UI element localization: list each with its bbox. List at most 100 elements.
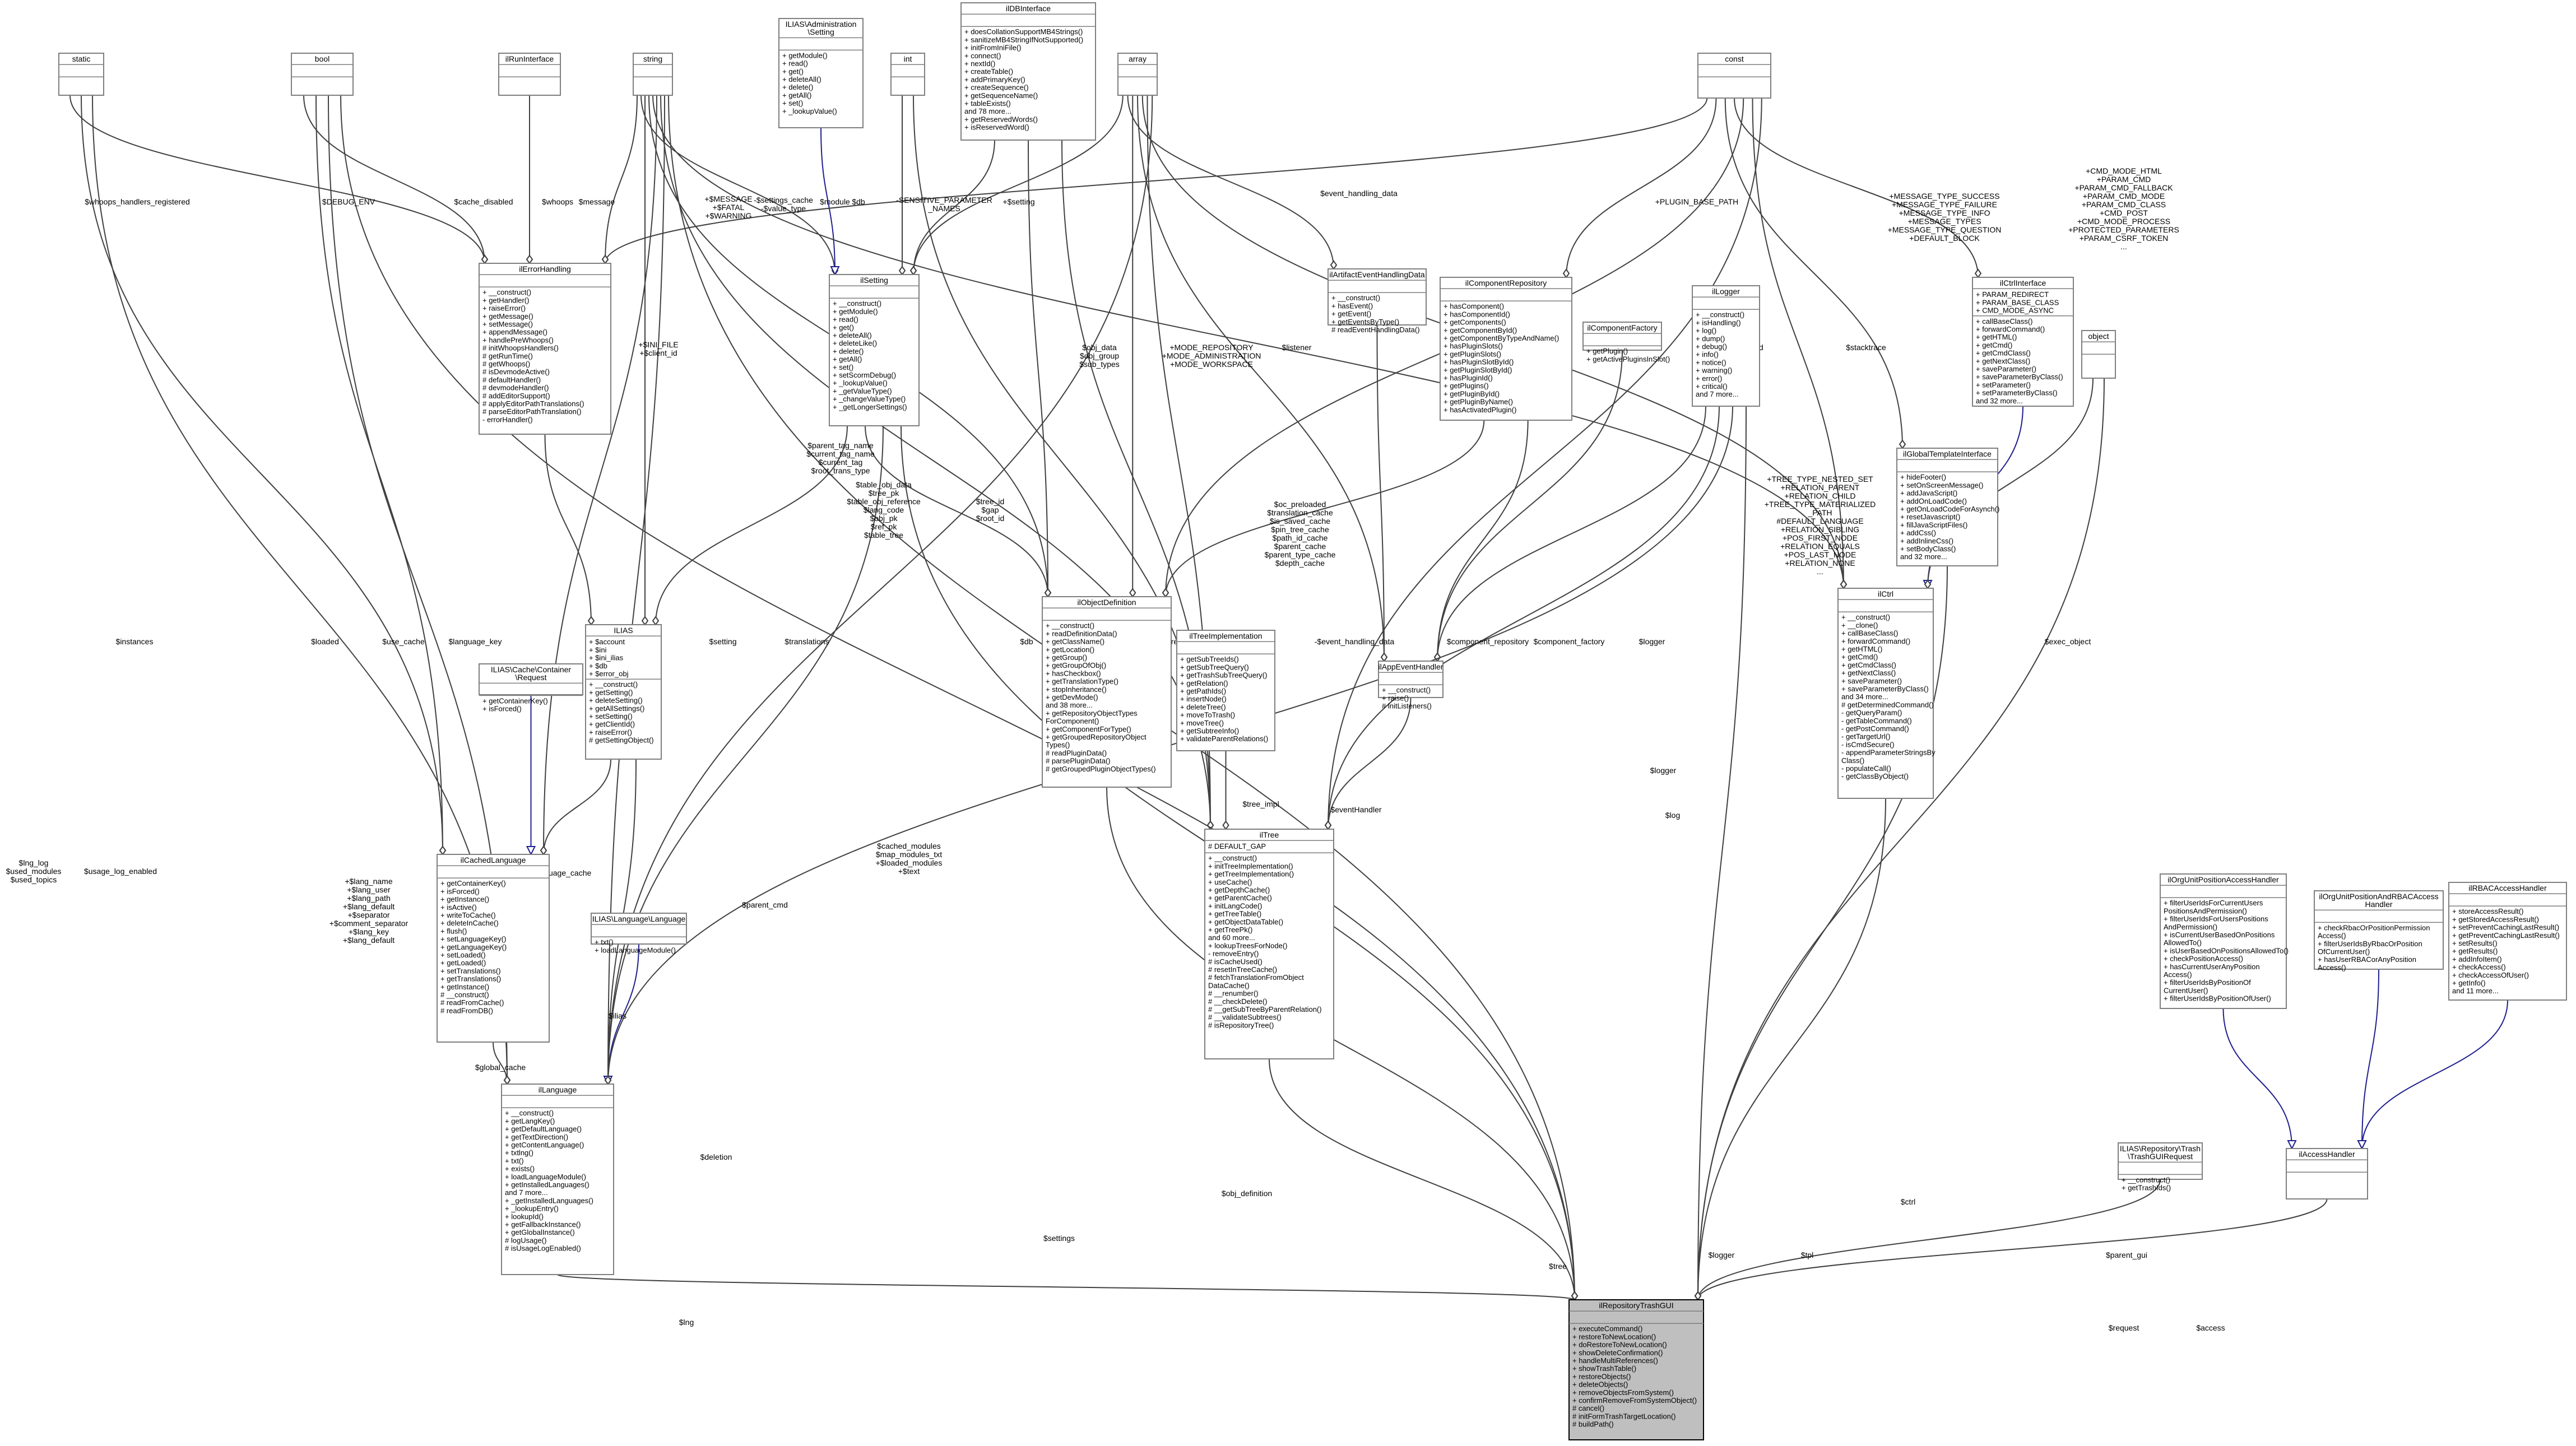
class-runint[interactable]: ilRunInterface bbox=[498, 53, 561, 96]
class-cachedlang[interactable]: ilCachedLanguage+ getContainerKey()+ isF… bbox=[437, 854, 550, 1043]
edge-label-line: +$lang_name bbox=[345, 877, 392, 886]
edge-compfact-to-appevent bbox=[1437, 350, 1623, 662]
class-logger[interactable]: ilLogger+ __construct()+ isHandling()+ l… bbox=[1692, 285, 1760, 407]
edge-const-to-ilctrl bbox=[1752, 97, 1844, 589]
class-int[interactable]: int bbox=[890, 53, 925, 96]
edge-label-line: $logger bbox=[1650, 766, 1677, 775]
edge-label-line: $eventHandler bbox=[1330, 805, 1381, 814]
class-title: ilArtifactEventHandlingData bbox=[1329, 270, 1425, 279]
class-array[interactable]: array bbox=[1117, 53, 1158, 96]
class-langlang[interactable]: ILIAS\Language\Language+ txt()+ loadLang… bbox=[591, 913, 687, 954]
class-method: + setLoaded() bbox=[440, 951, 486, 959]
edge-ouposrbac-to-accesshandler bbox=[2361, 969, 2379, 1149]
class-string[interactable]: string bbox=[633, 53, 673, 96]
class-attribute: + $error_obj bbox=[589, 669, 629, 678]
class-method: # getGroupedPluginObjectTypes() bbox=[1046, 765, 1156, 773]
class-method: + forwardCommand() bbox=[1976, 325, 2045, 333]
edge-label-line: +RELATION_SIBLING bbox=[1781, 525, 1859, 534]
class-method: + _getLongerSettings() bbox=[833, 403, 907, 411]
class-method: + raiseError() bbox=[589, 728, 632, 736]
class-illanguage[interactable]: ilLanguage+ __construct()+ getLangKey()+… bbox=[501, 1084, 614, 1275]
class-method: + raise() bbox=[1382, 694, 1409, 702]
class-static[interactable]: static bbox=[58, 53, 104, 96]
class-ilsetting[interactable]: ilSetting+ __construct()+ getModule()+ r… bbox=[829, 274, 920, 426]
class-box-frame bbox=[291, 53, 354, 96]
class-method: + _lookupEntry() bbox=[505, 1205, 559, 1213]
inheritance-arrowhead bbox=[830, 266, 840, 276]
edge-label: $message bbox=[579, 197, 615, 206]
class-title: ilTreeImplementation bbox=[1189, 631, 1262, 640]
class-objdef[interactable]: ilObjectDefinition+ __construct()+ readD… bbox=[1042, 596, 1172, 788]
class-method: # resetInTreeCache() bbox=[1208, 965, 1277, 974]
edge-ilsetting-to-ilias bbox=[655, 425, 848, 625]
edge-label-line: $table_obj_data bbox=[856, 480, 912, 489]
class-box-frame bbox=[1896, 448, 1998, 566]
edge-label-line: $parent_type_cache bbox=[1265, 550, 1336, 559]
edge-label: $tree_id$gap$root_id bbox=[976, 497, 1005, 523]
class-bool[interactable]: bool bbox=[291, 53, 354, 96]
edge-label-line: +PARAM_CMD bbox=[2097, 175, 2151, 184]
class-ilias[interactable]: ILIAS+ $account+ $ini+ $ini_ilias+ $db+ … bbox=[585, 624, 662, 760]
class-compfact[interactable]: ilComponentFactory+ getPlugin()+ getActi… bbox=[1582, 322, 1670, 363]
class-title: ilComponentFactory bbox=[1587, 323, 1657, 332]
class-attribute: + $ini bbox=[589, 645, 607, 654]
class-method: # readFromDB() bbox=[440, 1006, 493, 1015]
edge-label-line: $logger bbox=[1639, 637, 1665, 646]
edge-string-to-ilctrl bbox=[652, 95, 1844, 589]
class-treeimpl[interactable]: ilTreeImplementation+ getSubTreeIds()+ g… bbox=[1176, 630, 1275, 751]
class-box-frame bbox=[778, 18, 864, 128]
edge-illanguage-to-trashgui bbox=[557, 1274, 1575, 1300]
class-method: + setResults() bbox=[2452, 939, 2498, 947]
edge-label-line: _PATH bbox=[1807, 508, 1832, 517]
edge-label-line: +PARAM_CMD_CLASS bbox=[2082, 200, 2166, 209]
class-method: + moveToTrash() bbox=[1180, 711, 1235, 719]
class-method: # devmodeHandler() bbox=[482, 384, 549, 392]
class-iltree[interactable]: ilTree# DEFAULT_GAP+ __construct()+ init… bbox=[1204, 829, 1334, 1059]
class-errh[interactable]: ilErrorHandling+ __construct()+ getHandl… bbox=[479, 263, 611, 435]
class-ctrlint[interactable]: ilCtrlInterface+ PARAM_REDIRECT+ PARAM_B… bbox=[1972, 277, 2074, 407]
class-ilctrl[interactable]: ilCtrl+ __construct()+ __clone()+ callBa… bbox=[1837, 588, 1936, 799]
class-cacheReq[interactable]: ILIAS\Cache\Container\Request+ getContai… bbox=[479, 663, 583, 713]
class-method: + setTranslations() bbox=[440, 966, 501, 975]
class-method: - getQueryParam() bbox=[1841, 709, 1902, 717]
class-method: # isDevmodeActive() bbox=[482, 368, 550, 376]
class-accesshandler[interactable]: ilAccessHandler bbox=[2286, 1148, 2368, 1199]
edge-label: -$event_handling_data bbox=[1315, 637, 1395, 646]
class-method: + addInlineCss() bbox=[1900, 537, 1953, 545]
edge-label: $oc_preloaded$translation_cache$is_saved… bbox=[1265, 500, 1336, 568]
class-attribute: + $db bbox=[589, 662, 607, 670]
class-box-frame bbox=[1042, 596, 1172, 788]
aggregation-diamond bbox=[909, 266, 917, 276]
class-adminset[interactable]: ILIAS\Administration\Setting+ getModule(… bbox=[778, 18, 864, 128]
class-method: + deleteObjects() bbox=[1572, 1380, 1628, 1389]
edge-label-line: $db bbox=[852, 197, 865, 206]
class-method: + getInfo() bbox=[2452, 979, 2486, 987]
edge-label: $exec_object bbox=[2045, 637, 2091, 646]
class-method: + insertNode() bbox=[1180, 695, 1227, 703]
class-object[interactable]: object bbox=[2081, 330, 2116, 379]
class-method: + getObjectDataTable() bbox=[1208, 918, 1283, 926]
class-const[interactable]: const bbox=[1697, 53, 1771, 99]
class-title: ilComponentRepository bbox=[1465, 278, 1547, 287]
class-dbint[interactable]: ilDBInterface+ doesCollationSupportMB4St… bbox=[960, 2, 1096, 141]
class-gtpl[interactable]: ilGlobalTemplateInterface+ hideFooter()+… bbox=[1896, 448, 1999, 566]
edge-label: $access bbox=[2196, 1323, 2225, 1332]
aggregation-diamond bbox=[540, 845, 547, 855]
edge-label-line: $parent_gui bbox=[2106, 1250, 2147, 1259]
edge-label-line: $setting bbox=[709, 637, 736, 646]
class-title: ilTree bbox=[1260, 830, 1279, 839]
class-artifact[interactable]: ilArtifactEventHandlingData+ __construct… bbox=[1328, 268, 1427, 334]
edge-label-line: $tree_impl bbox=[1242, 799, 1279, 808]
class-comprepo[interactable]: ilComponentRepository+ hasComponent()+ h… bbox=[1440, 277, 1572, 421]
class-method: + getGroup() bbox=[1046, 653, 1087, 662]
class-box-frame bbox=[1837, 588, 1934, 799]
class-trashgui[interactable]: ilRepositoryTrashGUI+ executeCommand()+ … bbox=[1568, 1299, 1704, 1440]
class-box-frame bbox=[437, 854, 550, 1043]
class-method: + txt() bbox=[505, 1156, 524, 1165]
class-ouposacc[interactable]: ilOrgUnitPositionAccessHandler+ filterUs… bbox=[2160, 873, 2289, 1009]
edge-errh-to-ilias bbox=[544, 434, 592, 625]
class-trashreq[interactable]: ILIAS\Repository\Trash\TrashGUIRequest+ … bbox=[2118, 1142, 2203, 1192]
class-appevent[interactable]: ilAppEventHandler+ __construct()+ raise(… bbox=[1378, 661, 1444, 710]
class-rbacacc[interactable]: ilRBACAccessHandler+ storeAccessResult()… bbox=[2448, 882, 2567, 1001]
